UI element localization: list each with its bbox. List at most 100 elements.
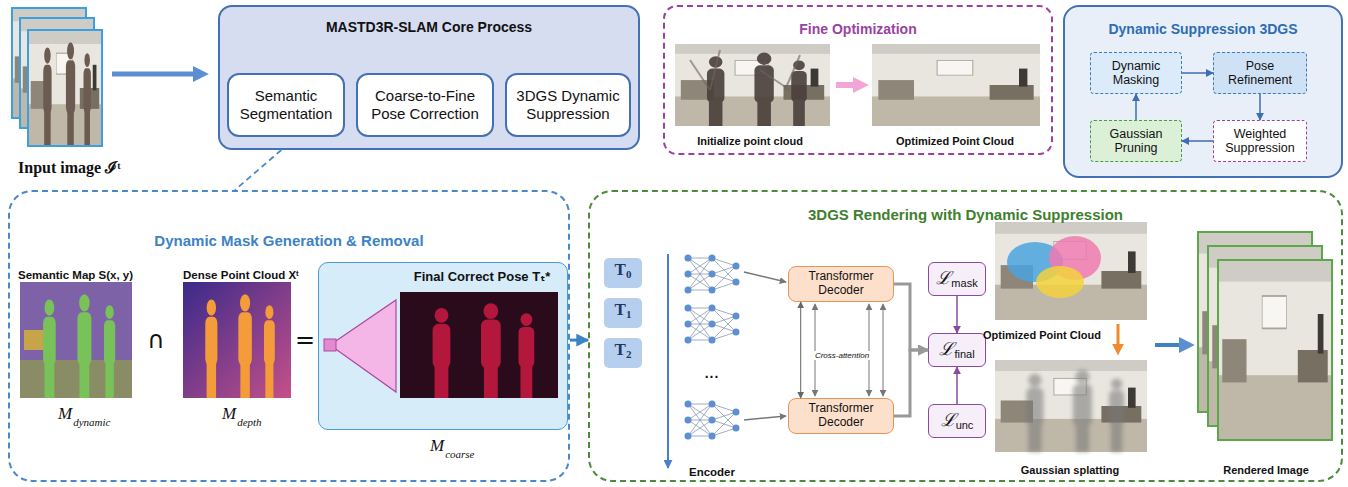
node-text: Dynamic Mask Generation & Removal	[154, 232, 423, 249]
input-frames	[28, 30, 102, 146]
image-caption: Optimized Point Cloud	[896, 135, 1014, 147]
process-panel: MASTD3R-SLAM Core ProcessSemantic Segmen…	[218, 5, 640, 150]
label-holder: ∩	[147, 326, 165, 354]
connector	[956, 367, 958, 404]
rendered-frames	[1198, 232, 1312, 412]
semantic-map	[20, 360, 132, 398]
node-text: Dynamic Masking	[1097, 59, 1175, 88]
encoder-network	[869, 304, 870, 396]
optimized-cloud-image	[995, 222, 1147, 320]
connector	[1259, 94, 1261, 120]
step-box: Dynamic Masking	[1090, 52, 1182, 94]
connector	[800, 302, 801, 398]
node-text: T	[615, 340, 626, 360]
label-holder: Input image ℐᵗ	[18, 156, 121, 178]
semantic-map	[20, 282, 132, 398]
input-frames	[12, 8, 102, 146]
semantic-map	[43, 294, 115, 398]
node-text: Weighted Suppression	[1220, 127, 1300, 156]
coarse-mask	[324, 339, 336, 351]
coarse-mask	[400, 292, 558, 398]
pose-token: T2	[604, 338, 642, 368]
optimized-cloud-image	[1036, 266, 1084, 298]
math-subscript: dynamic	[73, 416, 110, 428]
rendered-frames	[1218, 260, 1332, 440]
math-subscript: depth	[237, 416, 261, 428]
label-holder: depth	[237, 412, 261, 430]
label-holder: coarse	[445, 444, 474, 462]
label-holder: Initialize point cloud	[697, 131, 803, 149]
input-frames	[12, 8, 86, 118]
step-box: Pose Refinement	[1213, 52, 1307, 94]
encoder-network	[815, 304, 816, 396]
decoder-box: Transformer Decoder	[788, 398, 894, 434]
title-holder: Final Correct Pose Tₜ*	[399, 269, 565, 284]
node-text: Transformer Decoder	[795, 270, 887, 298]
optimized-cloud-image	[1049, 236, 1101, 280]
optimized-cloud-image	[1117, 324, 1120, 346]
input-frames	[20, 18, 94, 128]
operator-symbol: ∩	[147, 326, 165, 354]
module-panel: Dynamic Suppression 3DGSDynamic MaskingP…	[1063, 5, 1343, 178]
depth-map	[183, 282, 291, 398]
input-frames	[20, 18, 94, 128]
rendered-frames	[1208, 246, 1322, 426]
label-holder: Gaussian splatting	[1021, 460, 1119, 478]
fine-opt-images	[675, 44, 830, 126]
stage-panel: 3DGS Rendering with Dynamic SuppressionT…	[588, 190, 1343, 482]
image-caption: Initialize point cloud	[697, 135, 803, 147]
math-symbol: M	[430, 436, 444, 455]
label-holder: M	[58, 404, 72, 424]
node-text: Fine Optimization	[799, 21, 916, 37]
rendered-frames	[1218, 260, 1332, 440]
encoder-network	[744, 416, 786, 420]
encoder-network	[883, 304, 884, 396]
label-holder: Optimized Point Cloud	[983, 325, 1101, 343]
rendered-frames	[1198, 232, 1332, 440]
process-box: Coarse-to-Fine Pose Correction	[356, 73, 494, 137]
process-box: 3DGS Dynamic Suppression	[505, 73, 631, 137]
title-holder: 3DGS Rendering with Dynamic Suppression	[590, 206, 1341, 223]
input-arrow	[112, 72, 196, 77]
encoder-network	[744, 272, 786, 282]
label-holder: =	[295, 326, 315, 354]
step-box: Weighted Suppression	[1213, 120, 1307, 162]
image-caption: Optimized Point Cloud	[983, 329, 1101, 341]
gaussian-splatting-image	[995, 360, 1147, 452]
label-holder: ...	[705, 364, 720, 382]
optimized-cloud-image	[995, 222, 1147, 346]
image-caption: Semantic Map S(x, y)	[18, 269, 133, 281]
label-holder: Semantic Map S(x, y)	[18, 265, 133, 283]
attention-label: Cross-attention	[814, 351, 870, 360]
math-symbol: M	[58, 404, 72, 423]
coarse-mask	[330, 300, 396, 392]
encoder-network	[685, 255, 740, 294]
math-subscript: coarse	[445, 448, 474, 460]
semantic-map	[20, 282, 132, 398]
image-caption: Dense Point Cloud Xᵗ	[183, 269, 299, 281]
connector	[570, 339, 588, 342]
input-frames	[43, 42, 91, 146]
image-caption: Gaussian splatting	[1021, 464, 1119, 476]
connector	[894, 350, 928, 416]
node-text: T	[615, 260, 626, 280]
subscript-text: unc	[956, 419, 974, 431]
title-holder: Fine Optimization	[665, 21, 1051, 37]
decoder-box: Transformer Decoder	[788, 266, 894, 302]
coarse-mask	[324, 292, 558, 398]
fine-opt-images	[707, 53, 807, 126]
encoder-network	[667, 254, 669, 468]
module-label: Encoder	[689, 466, 735, 478]
input-label: Input image ℐᵗ	[18, 159, 121, 176]
step-box: Gaussian Pruning	[1090, 120, 1182, 162]
gaussian-splatting-image	[995, 360, 1147, 452]
stage-panel: Dynamic Mask Generation & RemovalFinal C…	[8, 190, 570, 482]
encoder-network	[668, 254, 883, 468]
fine-opt-images	[872, 44, 1040, 126]
connector	[1182, 140, 1213, 142]
gaussian-splatting-image	[1026, 370, 1124, 452]
node-text: Final Correct Pose Tₜ*	[414, 269, 551, 284]
depth-map	[205, 294, 275, 398]
rendered-frames	[1208, 246, 1322, 426]
node-text: 3DGS Dynamic Suppression	[513, 87, 623, 123]
